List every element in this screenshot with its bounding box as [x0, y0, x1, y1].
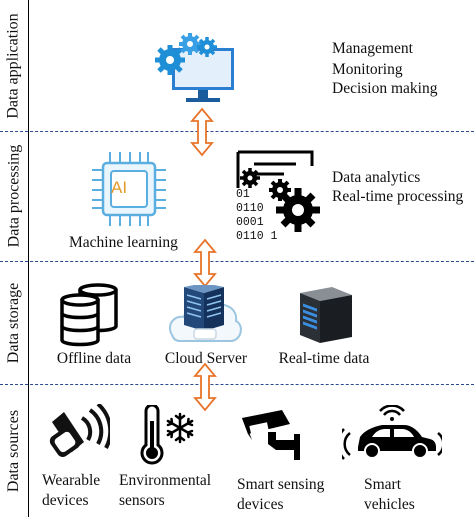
cloud-server-icon	[166, 285, 244, 349]
layer-label-application: Data application	[5, 12, 23, 119]
machine-learning-caption: Machine learning	[69, 234, 178, 251]
cctv-camera-icon	[238, 410, 302, 462]
application-item: Monitoring	[332, 61, 403, 78]
processing-item: Data analytics	[332, 169, 421, 186]
storage-caption: Real-time data	[278, 350, 370, 367]
analytics-document-icon	[228, 148, 328, 244]
bidirectional-arrow-icon	[193, 238, 217, 288]
source-caption: Smart	[364, 476, 402, 493]
storage-caption: Cloud Server	[164, 350, 248, 367]
source-caption: devices	[42, 492, 89, 509]
database-icon	[58, 282, 122, 348]
application-item: Decision making	[332, 80, 438, 97]
source-caption: Wearable	[42, 472, 101, 489]
ai-chip-icon	[90, 150, 168, 228]
thermometer-icon	[140, 405, 164, 467]
chip-label: AI	[111, 178, 128, 197]
binary-line: 0110	[236, 202, 264, 215]
storage-caption: Offline data	[56, 350, 132, 367]
binary-line: 0001	[236, 216, 264, 229]
source-caption: devices	[237, 496, 284, 513]
source-caption: Environmental	[119, 472, 212, 489]
source-caption: Smart sensing	[237, 476, 325, 493]
connected-car-icon	[342, 405, 442, 465]
layer-divider	[0, 131, 474, 132]
source-caption: vehicles	[364, 496, 415, 513]
layer-label-storage: Data storage	[5, 282, 22, 363]
axis-line	[28, 0, 29, 517]
server-rack-icon	[296, 285, 356, 345]
layer-label-processing: Data processing	[5, 144, 23, 248]
snowflake-icon	[164, 412, 196, 444]
layer-divider	[0, 384, 474, 385]
application-item: Management	[332, 40, 413, 57]
binary-line: 0110 1	[236, 230, 278, 243]
bidirectional-arrow-icon	[190, 107, 214, 157]
bidirectional-arrow-icon	[193, 362, 217, 412]
binary-line: 01	[236, 188, 250, 201]
layer-divider	[0, 261, 474, 262]
source-caption: sensors	[119, 492, 165, 509]
smartwatch-icon	[44, 404, 110, 468]
processing-item: Real-time processing	[332, 188, 464, 205]
monitor-gears-icon	[150, 30, 245, 105]
layer-label-sources: Data sources	[5, 409, 22, 492]
